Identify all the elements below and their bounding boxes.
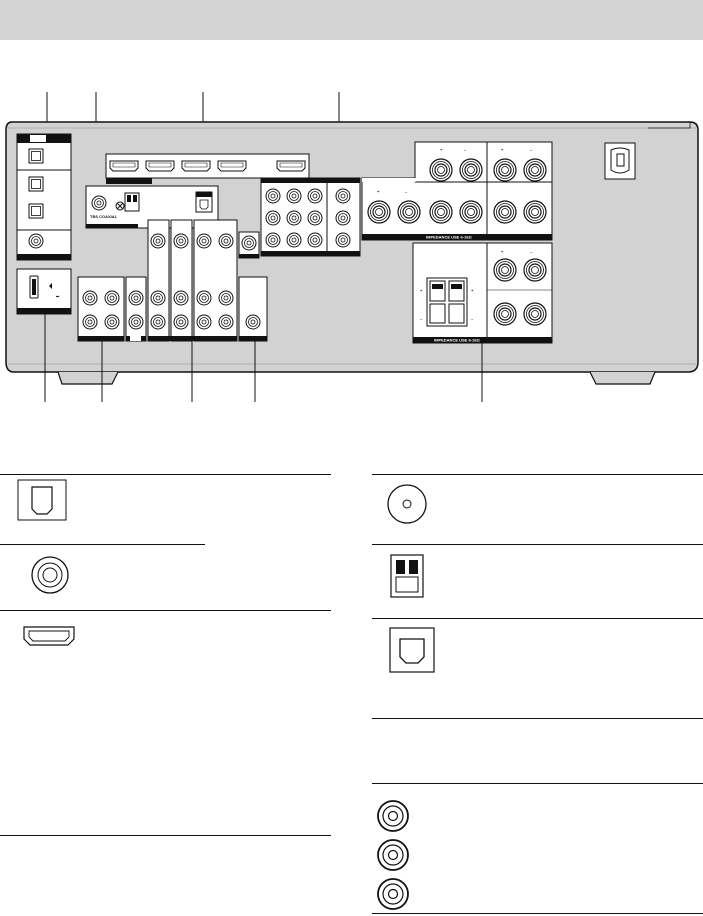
minus-sign: –	[530, 249, 533, 254]
table-rule	[0, 474, 331, 475]
rca-group-2	[125, 276, 147, 342]
rca-group-1	[77, 276, 125, 342]
table-rule	[0, 544, 205, 545]
coaxial-input-icon	[30, 555, 70, 600]
table-rule	[372, 544, 703, 545]
impedance-label-bottom: IMPEDANCE USE 6-16Ω	[434, 338, 480, 343]
right-foot	[589, 371, 656, 385]
rear-panel-diagram: ⎓ TBS COAXIAL	[0, 40, 703, 440]
table-rule	[372, 618, 703, 619]
table-rule	[372, 474, 703, 475]
minus-sign: –	[420, 316, 423, 321]
minus-sign: –	[464, 147, 467, 152]
plus-sign: +	[471, 288, 474, 293]
audio-rca-jack-icon-3	[376, 877, 410, 916]
ac-inlet	[604, 142, 636, 180]
impedance-label-top: IMPEDANCE USE 6-16Ω	[426, 235, 472, 240]
minus-sign: –	[530, 147, 533, 152]
pre-out-rca-block	[260, 177, 361, 257]
surround-speaker-terminals: IMPEDANCE USE 6-16Ω + – + – + –	[412, 242, 553, 344]
digital-input-panel	[16, 133, 72, 261]
plus-sign: +	[501, 147, 504, 152]
table-rule	[0, 610, 331, 611]
plus-sign: +	[501, 249, 504, 254]
table-rule	[372, 718, 703, 719]
component-video-columns	[147, 219, 238, 342]
coaxial-label: TBS COAXIAL	[90, 214, 118, 219]
audio-rca-jack-icon-2	[376, 838, 410, 877]
left-foot	[57, 371, 119, 385]
usb-panel: ⎓	[16, 268, 72, 315]
hdmi-panel	[105, 153, 310, 184]
plus-sign: +	[420, 288, 423, 293]
single-jack-top	[238, 231, 260, 259]
plus-sign: +	[440, 147, 443, 152]
fm-antenna-jack-icon	[385, 482, 429, 531]
section-header-band	[0, 0, 703, 40]
plus-sign: +	[377, 189, 380, 194]
bottom-callouts	[44, 314, 483, 402]
hdmi-port-icon	[23, 625, 75, 652]
single-jack-bottom	[238, 276, 268, 342]
optical-input-icon	[17, 479, 67, 526]
table-rule	[0, 835, 331, 836]
table-rule	[372, 783, 703, 784]
dc-symbol: ⎓	[56, 294, 60, 299]
table-rule	[372, 913, 703, 914]
minus-sign: –	[471, 316, 474, 321]
front-speaker-terminals: IMPEDANCE USE 6-16Ω + – + – + –	[361, 141, 553, 241]
am-antenna-terminal-icon	[390, 554, 424, 603]
usb-b-port-icon	[389, 627, 435, 678]
audio-rca-jack-icon-1	[376, 799, 410, 838]
minus-sign: –	[405, 189, 408, 194]
